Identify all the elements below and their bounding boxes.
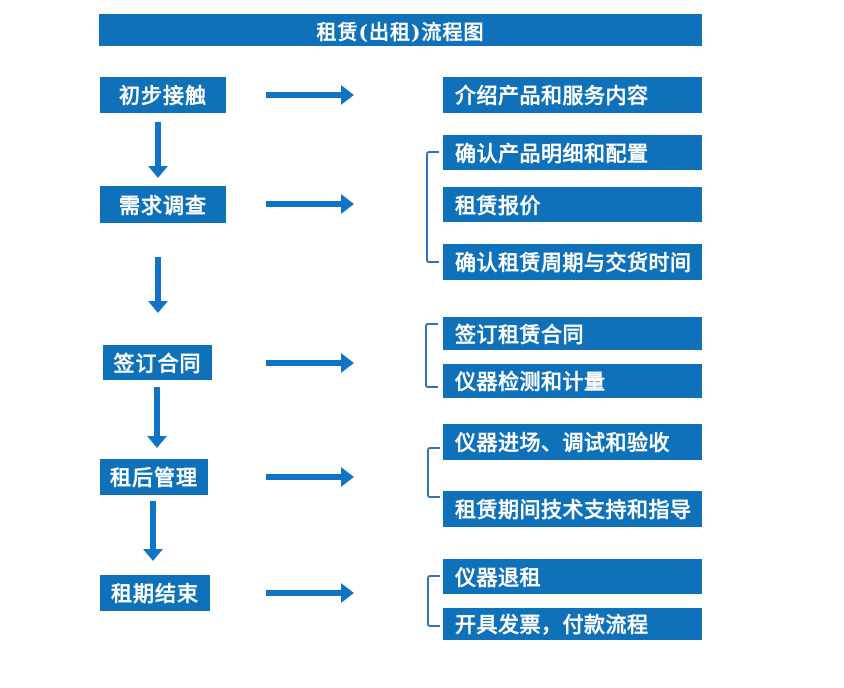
arrow-shaft (266, 92, 341, 98)
detail-box-instrument-return: 仪器退租 (443, 559, 702, 594)
arrow-down-icon (143, 501, 163, 561)
arrow-shaft (266, 360, 341, 366)
arrow-head (341, 85, 354, 105)
detail-box-sign-rental-contract: 签订租赁合同 (443, 317, 702, 350)
arrow-head (143, 549, 163, 561)
bracket-connector (427, 575, 440, 627)
bracket-connector (427, 447, 440, 498)
detail-box-tech-support: 租赁期间技术支持和指导 (443, 491, 702, 527)
arrow-shaft (150, 501, 156, 549)
arrow-right-icon (266, 194, 354, 214)
arrow-head (147, 436, 167, 448)
step-box-demand-survey: 需求调查 (100, 186, 226, 223)
step-box-sign-contract: 签订合同 (103, 345, 212, 380)
arrow-shaft (266, 474, 341, 480)
detail-box-instrument-setup-acceptance: 仪器进场、调试和验收 (443, 424, 702, 460)
arrow-down-icon (147, 387, 167, 448)
arrow-head (341, 467, 354, 487)
arrow-head (148, 301, 168, 313)
detail-box-instrument-testing: 仪器检测和计量 (443, 364, 702, 398)
detail-box-confirm-product-config: 确认产品明细和配置 (443, 135, 702, 170)
flowchart-title: 租赁(出租)流程图 (99, 14, 702, 46)
step-box-rental-end: 租期结束 (100, 575, 210, 611)
arrow-down-icon (148, 122, 168, 178)
detail-box-rental-quote: 租赁报价 (443, 187, 702, 222)
arrow-shaft (154, 387, 160, 436)
arrow-head (341, 194, 354, 214)
arrow-right-icon (266, 467, 354, 487)
arrow-head (148, 166, 168, 178)
bracket-connector (426, 151, 439, 263)
detail-box-introduce-products: 介绍产品和服务内容 (443, 77, 702, 113)
detail-box-invoice-payment: 开具发票，付款流程 (443, 608, 702, 640)
arrow-head (341, 353, 354, 373)
arrow-shaft (266, 590, 341, 596)
arrow-shaft (155, 122, 161, 166)
bracket-connector (425, 323, 438, 388)
step-box-post-rental-management: 租后管理 (100, 459, 208, 495)
arrow-right-icon (266, 583, 354, 603)
arrow-right-icon (266, 353, 354, 373)
step-box-initial-contact: 初步接触 (100, 77, 226, 113)
arrow-right-icon (266, 85, 354, 105)
arrow-shaft (155, 257, 161, 301)
detail-box-confirm-period-delivery: 确认租赁周期与交货时间 (443, 244, 702, 280)
arrow-shaft (266, 201, 341, 207)
arrow-down-icon (148, 257, 168, 313)
arrow-head (341, 583, 354, 603)
